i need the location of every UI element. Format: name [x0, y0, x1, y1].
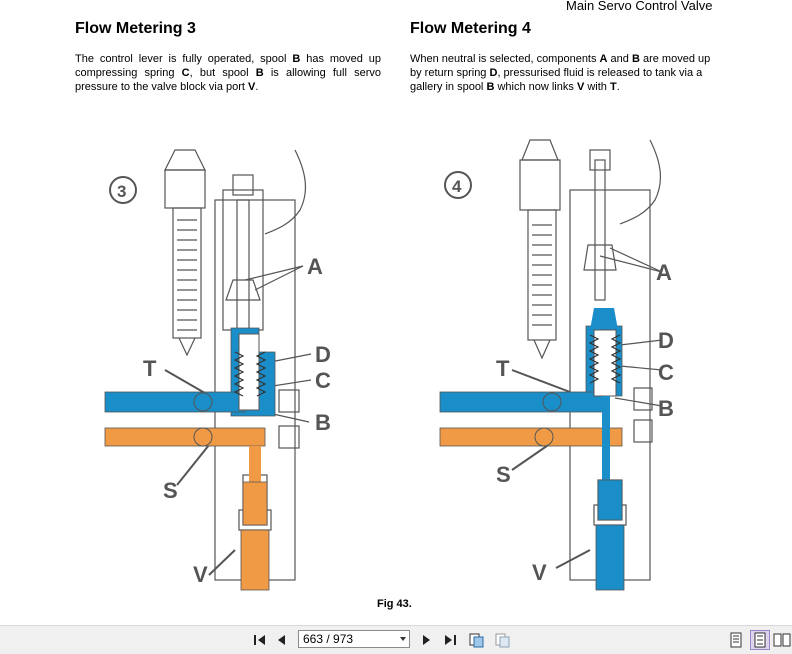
spring-C: [610, 334, 622, 384]
label-T: T: [496, 356, 510, 381]
label-V: V: [532, 560, 547, 585]
port-V-line: [240, 529, 270, 591]
label-C: C: [658, 360, 674, 385]
continuous-view-icon[interactable]: [750, 630, 770, 650]
leader-C: [619, 365, 663, 371]
figure-caption: Fig 43.: [377, 598, 412, 610]
left-column-title: Flow Metering 3: [75, 20, 196, 37]
chevron-down-icon: [400, 637, 406, 641]
fluid-blue-tank-line: [104, 391, 246, 413]
spool-B: [238, 333, 260, 411]
port-V-line: [595, 524, 625, 591]
leader-V: [208, 549, 236, 576]
fluid-orange-supply-line: [104, 427, 266, 447]
spool-B-gallery: [602, 396, 610, 480]
diagram-number-circle: [444, 171, 472, 199]
port-marker-T: [193, 392, 213, 412]
valve-diagram-3: 3 A D C B T S V: [104, 149, 331, 591]
label-V: V: [193, 562, 208, 587]
leader-A-2: [609, 247, 663, 273]
right-column-title: Flow Metering 4: [410, 20, 531, 37]
leader-A-1: [599, 255, 663, 273]
first-page-icon[interactable]: [250, 630, 270, 650]
spring-C: [233, 351, 245, 397]
right-column: Flow Metering 4 When neutral is selected…: [410, 20, 716, 94]
previous-page-icon[interactable]: [272, 630, 292, 650]
page-number-value: 663 / 973: [303, 632, 354, 646]
fluid-blue-tank-line: [439, 391, 606, 413]
label-S: S: [496, 462, 511, 487]
section-header: Main Servo Control Valve: [566, 0, 713, 13]
fit-width-icon[interactable]: [492, 630, 512, 650]
spring-D: [588, 334, 600, 384]
label-A: A: [656, 260, 672, 285]
label-A: A: [307, 254, 323, 279]
fluid-blue-top: [590, 308, 618, 330]
leader-V: [555, 549, 591, 569]
label-T: T: [143, 356, 157, 381]
fluid-orange-supply-line: [439, 427, 623, 447]
leader-D: [619, 339, 663, 346]
leader-A-1: [244, 265, 304, 281]
right-column-body: When neutral is selected, components A a…: [410, 53, 711, 93]
label-C: C: [315, 368, 331, 393]
label-S: S: [163, 478, 178, 503]
next-page-icon[interactable]: [416, 630, 436, 650]
diagram-number: 4: [452, 177, 462, 196]
fit-page-icon[interactable]: [466, 630, 486, 650]
left-column: Flow Metering 3 The control lever is ful…: [75, 20, 381, 94]
diagram-number-circle: [109, 176, 137, 204]
label-D: D: [658, 328, 674, 353]
left-column-body: The control lever is fully operated, spo…: [75, 53, 382, 93]
document-page: Main Servo Control Valve Flow Metering 3…: [75, 0, 716, 610]
leader-B: [614, 397, 663, 407]
valve-diagram-4: 4 A D C B T S V: [439, 139, 674, 591]
label-B: B: [658, 396, 674, 421]
leader-T: [511, 369, 571, 393]
fluid-orange-passage: [249, 446, 261, 482]
page-number-select[interactable]: 663 / 973: [298, 630, 410, 648]
label-D: D: [315, 342, 331, 367]
leader-A-2: [254, 265, 304, 291]
last-page-icon[interactable]: [440, 630, 460, 650]
port-marker-T: [542, 392, 562, 412]
port-marker-S: [193, 427, 213, 447]
label-B: B: [315, 410, 331, 435]
viewer-toolbar: 663 / 973: [0, 625, 792, 654]
spring-D: [255, 351, 267, 397]
fluid-blue-port: [597, 479, 623, 521]
fluid-orange-port: [242, 481, 268, 526]
diagram-number: 3: [117, 182, 126, 201]
single-page-view-icon[interactable]: [726, 630, 746, 650]
port-marker-S: [534, 427, 554, 447]
two-page-view-icon[interactable]: [772, 630, 792, 650]
